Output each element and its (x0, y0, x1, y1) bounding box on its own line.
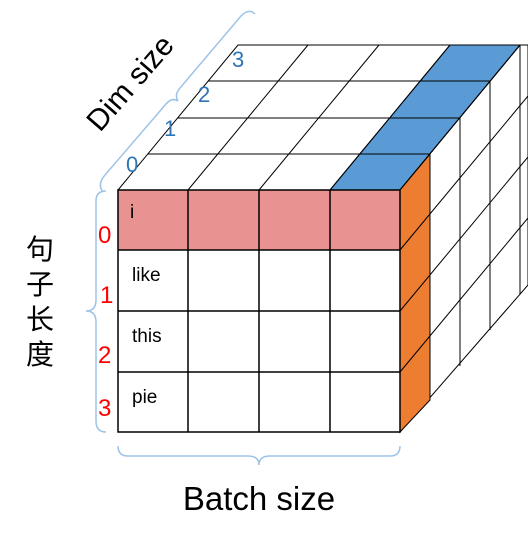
front-face (117, 189, 401, 433)
right-face (399, 44, 528, 434)
sentence-length-label: 句 子 长 度 (26, 233, 54, 371)
depth-index: 1 (164, 116, 176, 141)
sentence-length-char: 句 (26, 233, 54, 266)
row-index: 3 (98, 395, 111, 422)
word-cell: pie (132, 387, 157, 408)
right-face-row-line (399, 217, 528, 373)
word-cell: like (132, 265, 161, 286)
row-indices: 0 1 2 3 (98, 222, 113, 422)
row-index: 2 (98, 342, 111, 369)
sentence-length-char: 长 (26, 303, 54, 336)
depth-indices: 0 1 2 3 (126, 47, 244, 177)
depth-index: 2 (198, 82, 210, 107)
left-brace (85, 190, 107, 433)
top-face-column-line (329, 44, 451, 191)
row-index: 1 (100, 282, 113, 309)
depth-index: 0 (126, 152, 138, 177)
row-index: 0 (98, 222, 111, 249)
diagonal-brace (99, 10, 256, 193)
sentence-length-char: 度 (26, 338, 54, 371)
right-face-row-line (399, 156, 528, 312)
right-face-row-line (399, 95, 528, 251)
batch-size-label: Batch size (183, 480, 335, 517)
word-cell: i (130, 202, 134, 223)
top-face-column-line (258, 44, 380, 191)
bottom-brace (117, 445, 401, 466)
sentence-length-char: 子 (26, 268, 54, 301)
top-face-column-line (187, 44, 309, 191)
braces (85, 10, 401, 466)
word-cells: i like this pie (130, 202, 162, 408)
word-cell: this (132, 326, 162, 347)
depth-index: 3 (232, 47, 244, 72)
